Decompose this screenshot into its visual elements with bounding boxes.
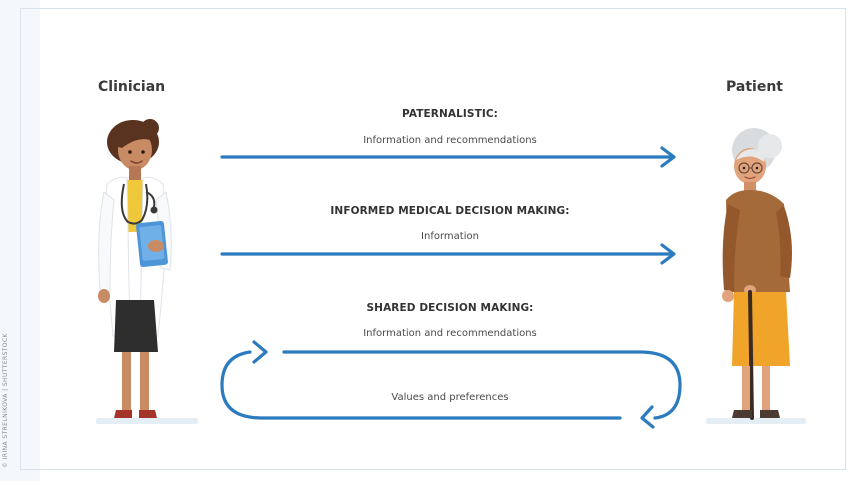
- patient-illustration: [706, 128, 806, 424]
- diagram-frame: [20, 8, 846, 470]
- shared-caption: Information and recommendations: [363, 328, 537, 339]
- image-credit: © IRINA STRELNIKOVA | SHUTTERSTOCK: [2, 333, 9, 468]
- informed-caption: Information: [421, 231, 479, 242]
- paternalistic-caption: Information and recommendations: [363, 135, 537, 146]
- paternalistic-arrow: [220, 146, 676, 168]
- informed-title: INFORMED MEDICAL DECISION MAKING:: [330, 205, 570, 217]
- shared-return-caption: Values and preferences: [391, 392, 509, 403]
- patient-label: Patient: [726, 79, 783, 95]
- shared-loop-arrow: [220, 340, 682, 429]
- shared-title: SHARED DECISION MAKING:: [366, 302, 534, 314]
- clinician-illustration: [96, 119, 198, 424]
- paternalistic-title: PATERNALISTIC:: [402, 108, 498, 120]
- clinician-label: Clinician: [98, 79, 166, 95]
- informed-arrow: [220, 243, 676, 265]
